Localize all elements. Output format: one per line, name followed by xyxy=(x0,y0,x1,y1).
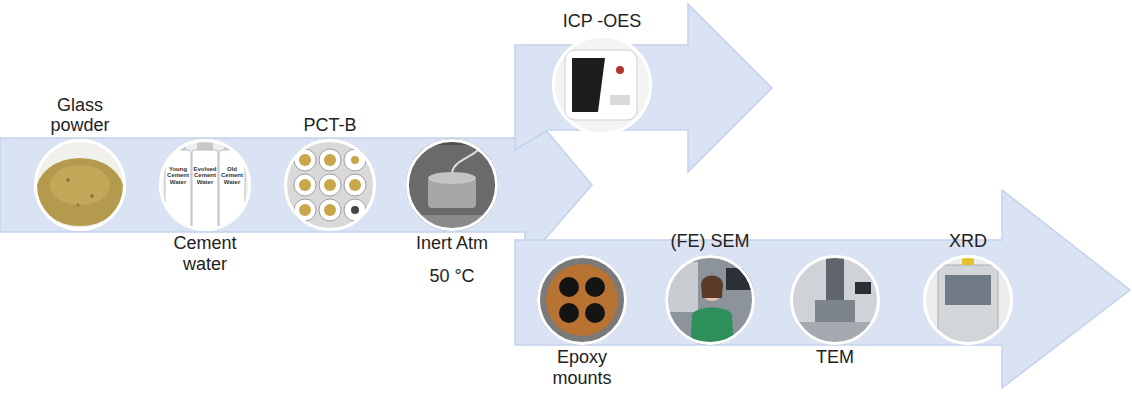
step-caption: TEM xyxy=(816,347,854,368)
step-caption: Epoxy mounts xyxy=(542,347,622,388)
powder-grain xyxy=(66,178,70,182)
step-circle: Cement water xyxy=(159,139,251,231)
mount xyxy=(559,303,579,323)
step-caption: Glass powder xyxy=(40,95,120,136)
pot-lid xyxy=(428,172,476,184)
instrument-body xyxy=(565,50,637,120)
sample-port xyxy=(610,95,630,105)
powder-heap xyxy=(50,165,110,205)
xrd-photo xyxy=(920,253,1015,348)
mount xyxy=(585,277,605,297)
bottle-label: Old Cement Water xyxy=(219,166,245,185)
oven-chamber xyxy=(410,145,494,215)
monitor xyxy=(726,268,754,290)
copper-holder xyxy=(546,264,618,336)
step-label: Cement water xyxy=(160,233,250,274)
step-caption: XRD xyxy=(949,231,987,252)
warning-lamp xyxy=(962,258,974,265)
step-circle: Epoxy mounts xyxy=(537,255,627,345)
cable xyxy=(452,150,478,172)
photo-ground xyxy=(30,135,130,235)
bottle xyxy=(192,150,218,232)
step-circle: Glass powder xyxy=(34,139,126,231)
powder-heap xyxy=(36,158,124,226)
mount-photo xyxy=(535,253,630,348)
vessels-photo xyxy=(280,135,380,235)
bottle-cap xyxy=(170,140,186,150)
step-label: (FE) SEM xyxy=(671,231,750,252)
bottle-label: Young Cement Water xyxy=(165,166,191,185)
vessel-powder xyxy=(299,154,361,216)
powder-grain xyxy=(90,194,94,198)
photo-ground xyxy=(920,253,1015,348)
vessel-grid xyxy=(294,149,366,221)
step-circle: Inert Atm50 °C xyxy=(406,139,498,231)
oven-photo xyxy=(400,135,505,240)
step-label: PCT-B xyxy=(303,115,356,136)
person-hair xyxy=(701,276,723,299)
mount xyxy=(585,303,605,323)
mount xyxy=(559,277,579,297)
bottle xyxy=(165,150,191,232)
step-circle: PCT-B xyxy=(284,139,376,231)
photo-ground xyxy=(550,33,655,138)
step-label: Inert Atm xyxy=(416,233,488,254)
flow-arrow xyxy=(515,190,1130,388)
icp-photo xyxy=(550,33,655,138)
photo-ground xyxy=(535,253,630,348)
step-label: Epoxy mounts xyxy=(542,347,622,388)
monitor xyxy=(855,282,871,294)
photo-ground xyxy=(155,135,255,235)
powder-photo xyxy=(30,135,130,235)
bottle-cap xyxy=(224,140,240,150)
step-label: ICP -OES xyxy=(563,11,642,32)
bottle xyxy=(219,150,245,232)
sem-photo xyxy=(663,253,758,350)
step-circle: (FE) SEM xyxy=(665,255,755,345)
microscope xyxy=(668,262,698,312)
bottles-photo xyxy=(155,135,255,235)
step-caption: Cement water xyxy=(160,233,250,274)
step-label: XRD xyxy=(949,231,987,252)
step-label: Glass powder xyxy=(40,95,120,136)
step-label: 50 °C xyxy=(429,266,474,287)
powder-grain xyxy=(76,203,79,206)
step-caption: ICP -OES xyxy=(563,11,642,32)
instrument-door xyxy=(572,58,605,112)
step-caption: Inert Atm 50 °C xyxy=(416,233,488,286)
bottle-label: Evolved Cement Water xyxy=(192,166,218,185)
column-base xyxy=(815,300,855,322)
cabinet xyxy=(938,265,998,343)
step-caption: PCT-B xyxy=(303,115,356,136)
flow-arrow xyxy=(515,4,772,172)
logo-mark xyxy=(616,66,624,74)
step-label: TEM xyxy=(816,347,854,368)
step-circle: ICP -OES xyxy=(552,35,652,135)
step-circle: TEM xyxy=(790,255,880,345)
step-circle: XRD xyxy=(923,255,1013,345)
photo-ground xyxy=(280,135,380,235)
window xyxy=(945,275,991,305)
tem-photo xyxy=(788,253,883,352)
step-caption: (FE) SEM xyxy=(671,231,750,252)
